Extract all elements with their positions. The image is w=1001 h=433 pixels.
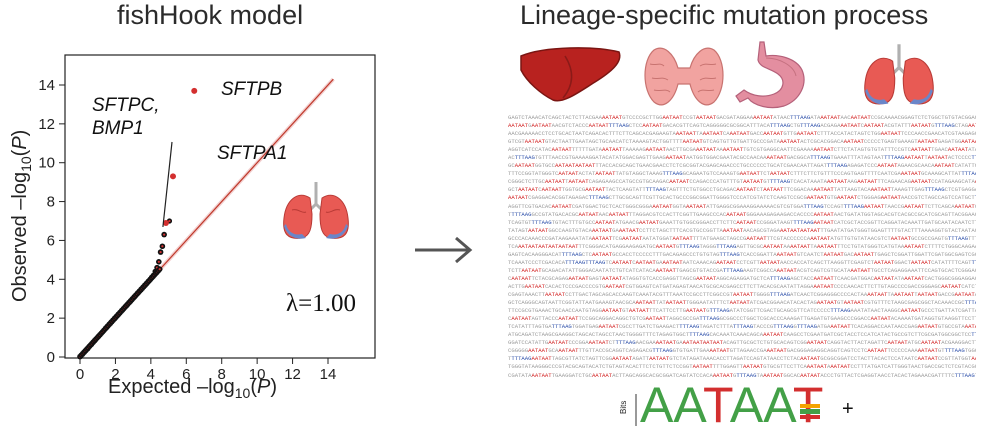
motif-logo: AATAAT (640, 380, 823, 430)
motif-letter-4: A (729, 377, 764, 433)
qq-point-core (161, 245, 164, 248)
plot-frame (64, 54, 376, 359)
stomach-icon (735, 41, 805, 109)
outlier-point (170, 173, 176, 180)
plus-sign: + (842, 398, 854, 420)
left-panel-title: fishHook model (117, 0, 304, 30)
x-axis-label: Expected –log10(P) (108, 372, 358, 402)
annotation-bmp1: BMP1 (92, 118, 144, 139)
y-tick-label: 0 (47, 349, 55, 366)
outlier-point (191, 87, 198, 94)
lambda-value: λ=1.00 (286, 290, 356, 317)
bits-label: Bits (619, 401, 628, 414)
annotation-sftpb: SFTPB (221, 79, 283, 100)
x-tick-label: 4 (147, 366, 155, 383)
y-axis-label: Observed –log10(P) (4, 60, 34, 330)
x-tick-label: 14 (320, 366, 337, 383)
y-tick-label: 8 (47, 194, 55, 211)
qq-point-core (163, 233, 166, 236)
dna-sequence-texture: GAGTCTAAACATCAGCTACTCTTACGAAAATAATGTCCCC… (508, 114, 976, 379)
motif-small-letters (800, 404, 820, 424)
qq-point-core (158, 268, 161, 271)
x-tick-label: 12 (284, 366, 301, 383)
y-tick-label: 4 (47, 271, 55, 288)
lung-icon (283, 182, 349, 239)
y-tick-label: 14 (38, 77, 55, 94)
annotation-sftpa1: SFTPA1 (217, 143, 288, 164)
x-tick-label: 6 (182, 366, 190, 383)
motif-letter-5: A (763, 377, 793, 433)
liver-icon (520, 47, 621, 102)
qq-point-core (168, 219, 171, 223)
lung-icon-right (864, 44, 934, 105)
y-tick-label: 2 (47, 310, 55, 327)
x-tick-label: 10 (249, 366, 266, 383)
qq-point-core (159, 250, 162, 254)
thyroid-icon (644, 47, 724, 106)
motif-letter-3: T (703, 377, 730, 433)
callout-line (162, 141, 173, 228)
x-tick-label: 2 (111, 366, 119, 383)
motif-letter-1: A (640, 377, 674, 433)
qq-point-core (157, 260, 160, 263)
arrow-icon (415, 236, 473, 264)
motif-letter-2: A (673, 377, 703, 433)
y-tick-label: 12 (38, 116, 55, 133)
right-panel-title: Lineage-specific mutation process (520, 0, 929, 30)
x-tick-label: 8 (218, 366, 226, 383)
x-tick-label: 0 (76, 366, 84, 383)
y-tick-label: 10 (38, 155, 55, 172)
bits-axis: Bits (619, 394, 637, 426)
y-tick-label: 6 (47, 232, 55, 249)
outlier-point (162, 219, 169, 226)
qq-plot: 0 2 4 6 8 10 12 14 0 2 4 6 8 10 12 14 (38, 54, 376, 383)
annotation-sftpc: SFTPC, (92, 95, 160, 116)
